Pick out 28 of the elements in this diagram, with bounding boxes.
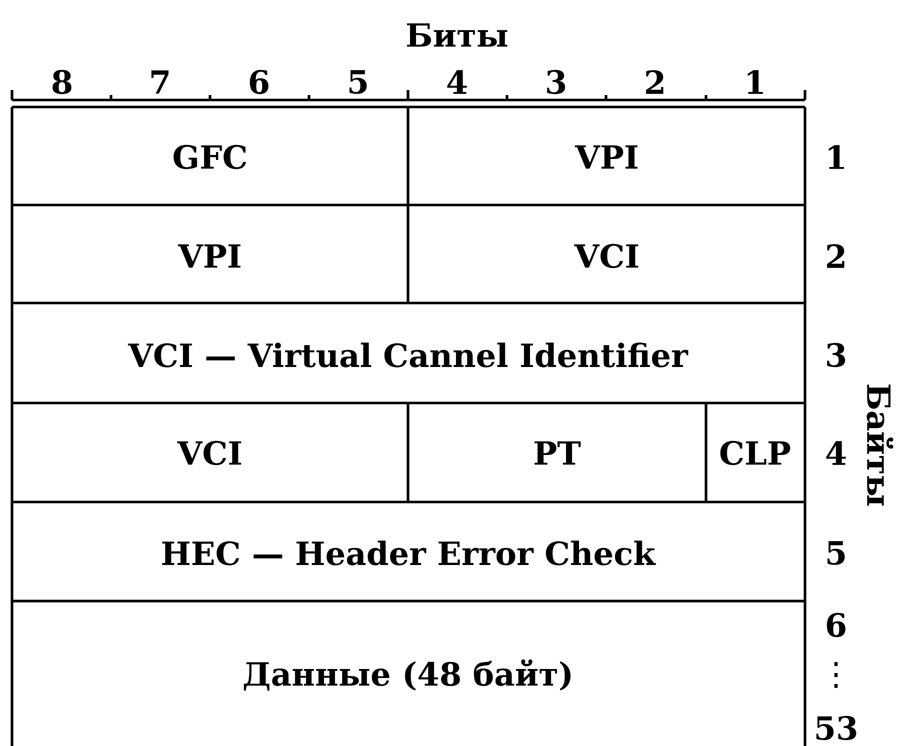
bit-number: 8	[52, 70, 72, 94]
table-cell: VCI — Virtual Cannel Identifier	[128, 342, 688, 368]
table-cell: PT	[534, 441, 581, 465]
bit-number: 2	[646, 70, 664, 94]
table-cell: VCI	[177, 440, 242, 466]
byte-number: 3	[827, 342, 846, 368]
bit-number: 4	[447, 70, 467, 94]
table-cell: Данные (48 байт)	[244, 659, 571, 691]
bit-number: 7	[151, 70, 168, 94]
table-cell: VCI	[574, 244, 638, 268]
table-cell: VPI	[178, 244, 240, 268]
bit-number: 1	[748, 70, 763, 94]
table-cell: CLP	[720, 440, 790, 466]
bit-number: 6	[250, 70, 268, 94]
table-cell: GFC	[174, 144, 246, 170]
table-cell: HEC — Header Error Check	[162, 540, 656, 566]
byte-number: 53	[816, 716, 856, 740]
byte-number: 1	[828, 145, 844, 169]
axis-title: Байты	[866, 384, 894, 506]
byte-number: 4	[826, 441, 846, 465]
byte-number: 2	[827, 244, 844, 268]
axis-title: Биты	[407, 23, 508, 47]
byte-number: 6	[826, 612, 846, 638]
table-cell: VPI	[574, 145, 638, 169]
byte-number: 5	[828, 541, 845, 565]
byte-number: ⋮	[834, 662, 838, 688]
bit-number: 3	[547, 70, 566, 94]
bit-number: 5	[350, 70, 367, 94]
